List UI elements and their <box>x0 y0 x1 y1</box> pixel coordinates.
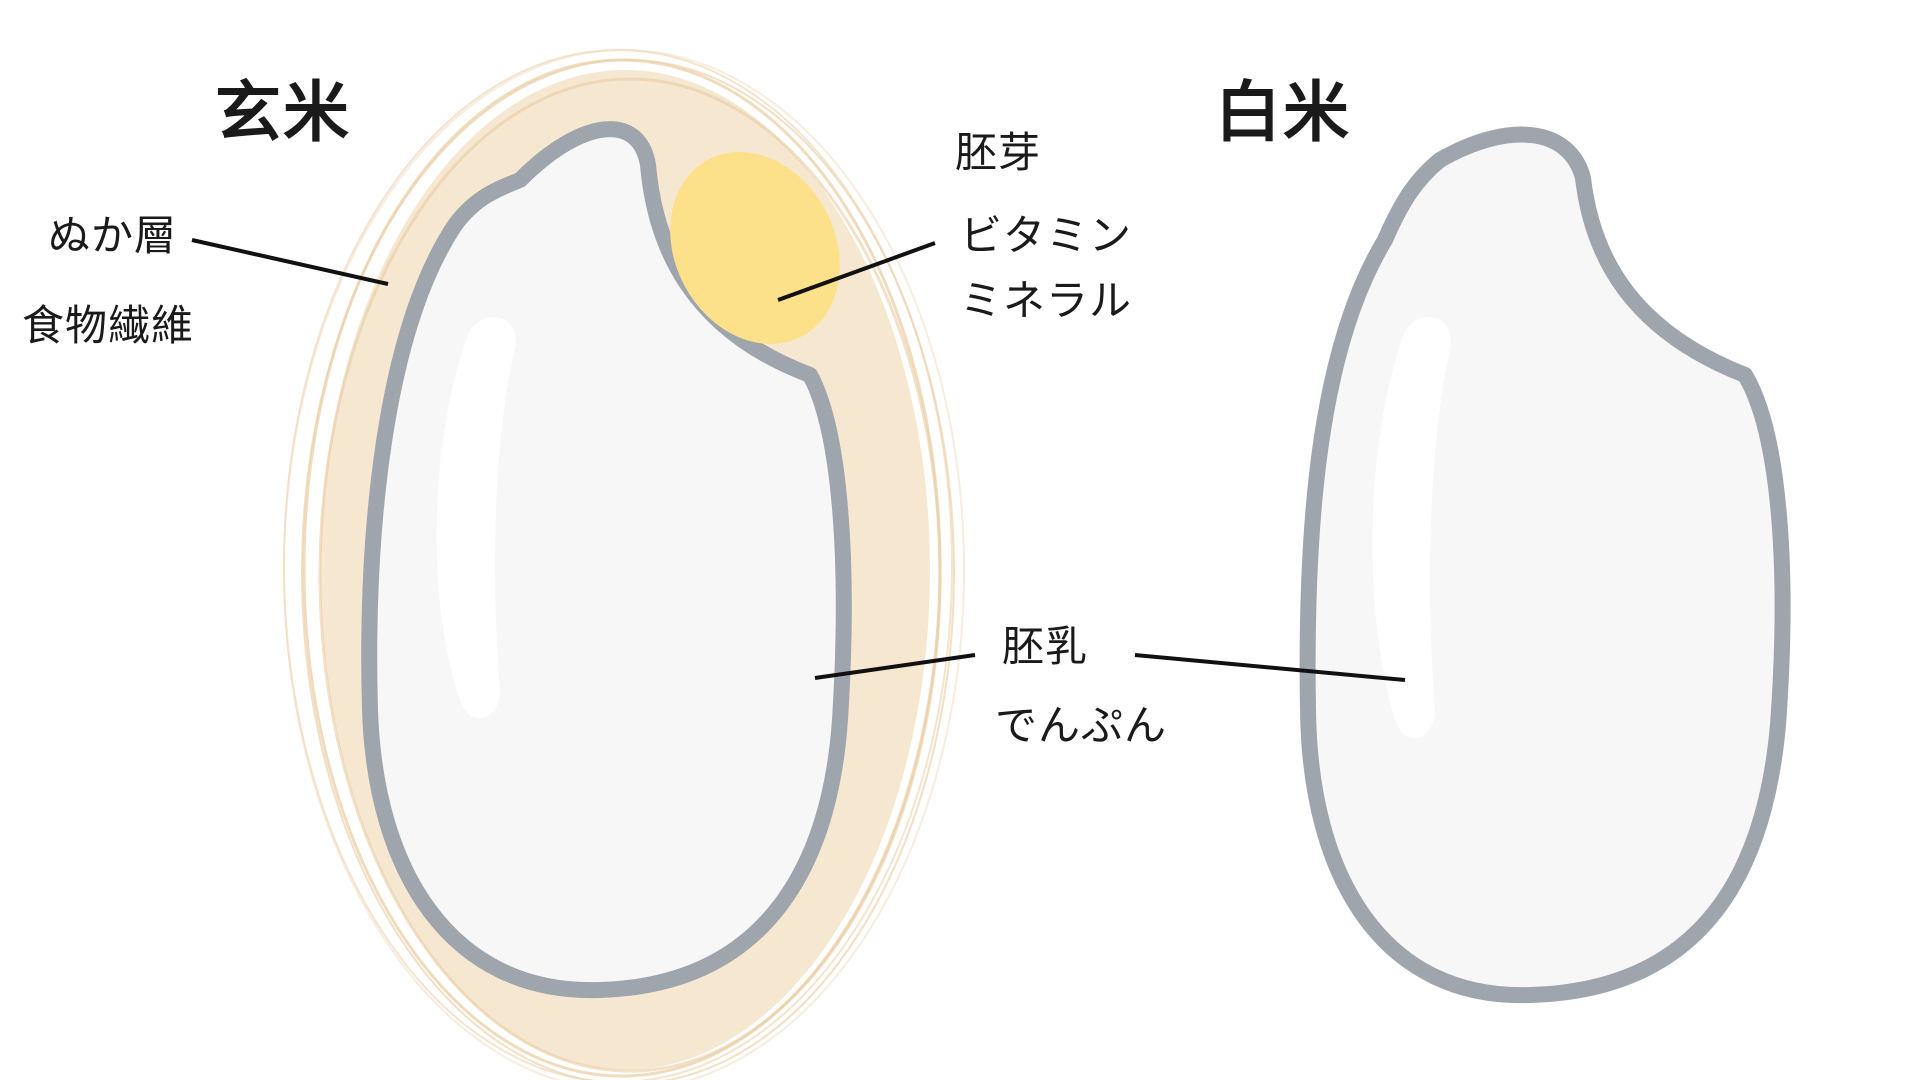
bran-stroke <box>318 77 942 1073</box>
leader-line-endosperm-white <box>1134 653 1406 682</box>
grain-highlight <box>1372 316 1451 739</box>
germ-label: 胚芽 <box>955 128 1042 177</box>
bran-layer-label: ぬか層 <box>48 211 178 260</box>
brown-rice-title: 玄米 <box>215 74 351 151</box>
leader-line-endosperm-brown <box>814 653 976 680</box>
grain-highlight <box>436 316 516 719</box>
dietary-fiber-label: 食物繊維 <box>22 301 195 350</box>
bran-stroke <box>283 49 965 1080</box>
white-rice-title: 白米 <box>1215 74 1351 151</box>
endosperm-label: 胚乳 <box>1002 622 1089 671</box>
leader-line-germ <box>777 241 936 302</box>
germ <box>670 152 840 344</box>
leader-line-bran <box>191 238 389 286</box>
mineral-label: ミネラル <box>960 276 1133 325</box>
bran-stroke <box>301 59 955 1080</box>
starch-label: でんぷん <box>995 701 1168 750</box>
vitamin-label: ビタミン <box>960 211 1133 260</box>
